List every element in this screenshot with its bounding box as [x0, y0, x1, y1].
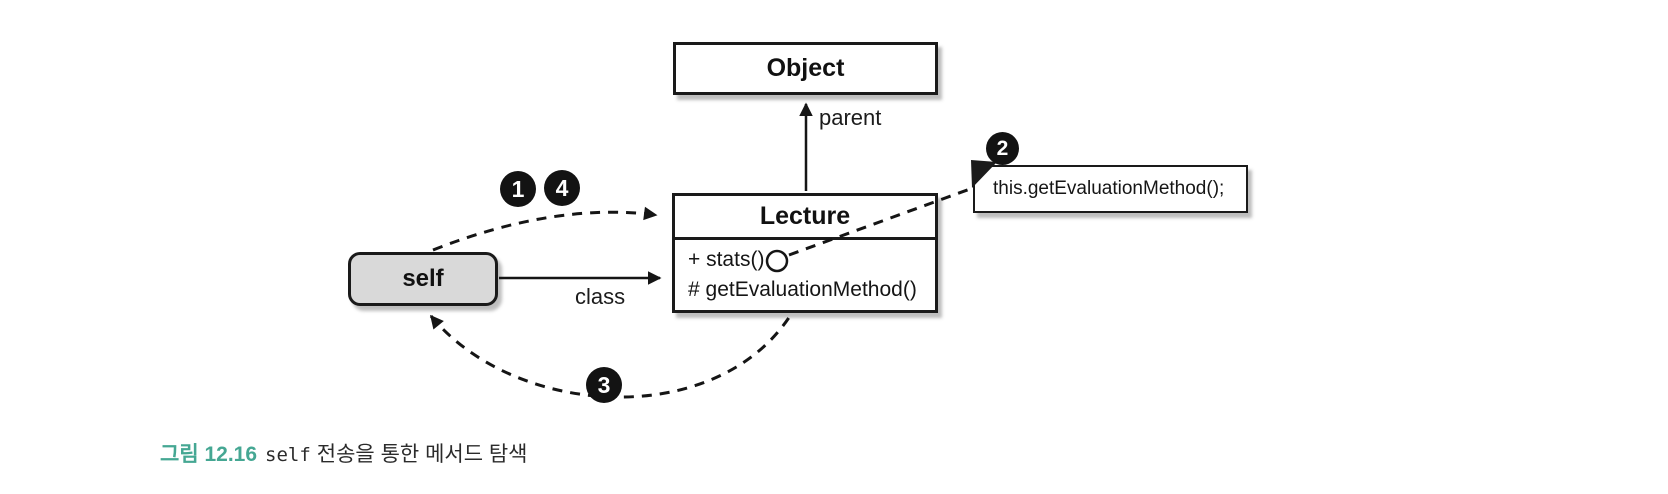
- code-note-box: this.getEvaluationMethod();: [973, 165, 1248, 213]
- lecture-class-box: Lecture + stats() # getEvaluationMethod(…: [672, 193, 938, 313]
- step-badge-2: 2: [986, 132, 1019, 165]
- lecture-method-stats: + stats(): [688, 248, 765, 271]
- lecture-class-header: Lecture: [675, 196, 935, 240]
- step-badge-3: 3: [586, 367, 622, 403]
- figure-caption-code-term: self: [265, 444, 311, 466]
- object-class-title: Object: [766, 54, 845, 82]
- lecture-class-methods: + stats() # getEvaluationMethod(): [675, 240, 935, 305]
- figure-caption-text: 전송을 통한 메서드 탐색: [316, 443, 528, 466]
- figure-caption-number: 그림 12.16: [160, 443, 258, 466]
- lecture-class-title: Lecture: [759, 202, 851, 230]
- message-step1-4-arrow: [432, 206, 658, 252]
- lecture-method-getevaluationmethod: # getEvaluationMethod(): [688, 278, 917, 301]
- step-badge-1: 1: [500, 171, 536, 207]
- self-label: self: [402, 265, 444, 292]
- self-reference-box: self: [348, 252, 498, 306]
- object-class-box: Object: [673, 42, 938, 95]
- class-edge-label: class: [575, 284, 626, 309]
- step-badge-4: 4: [544, 170, 580, 206]
- note-code-text: this.getEvaluationMethod();: [993, 178, 1225, 199]
- parent-edge-label: parent: [819, 105, 882, 130]
